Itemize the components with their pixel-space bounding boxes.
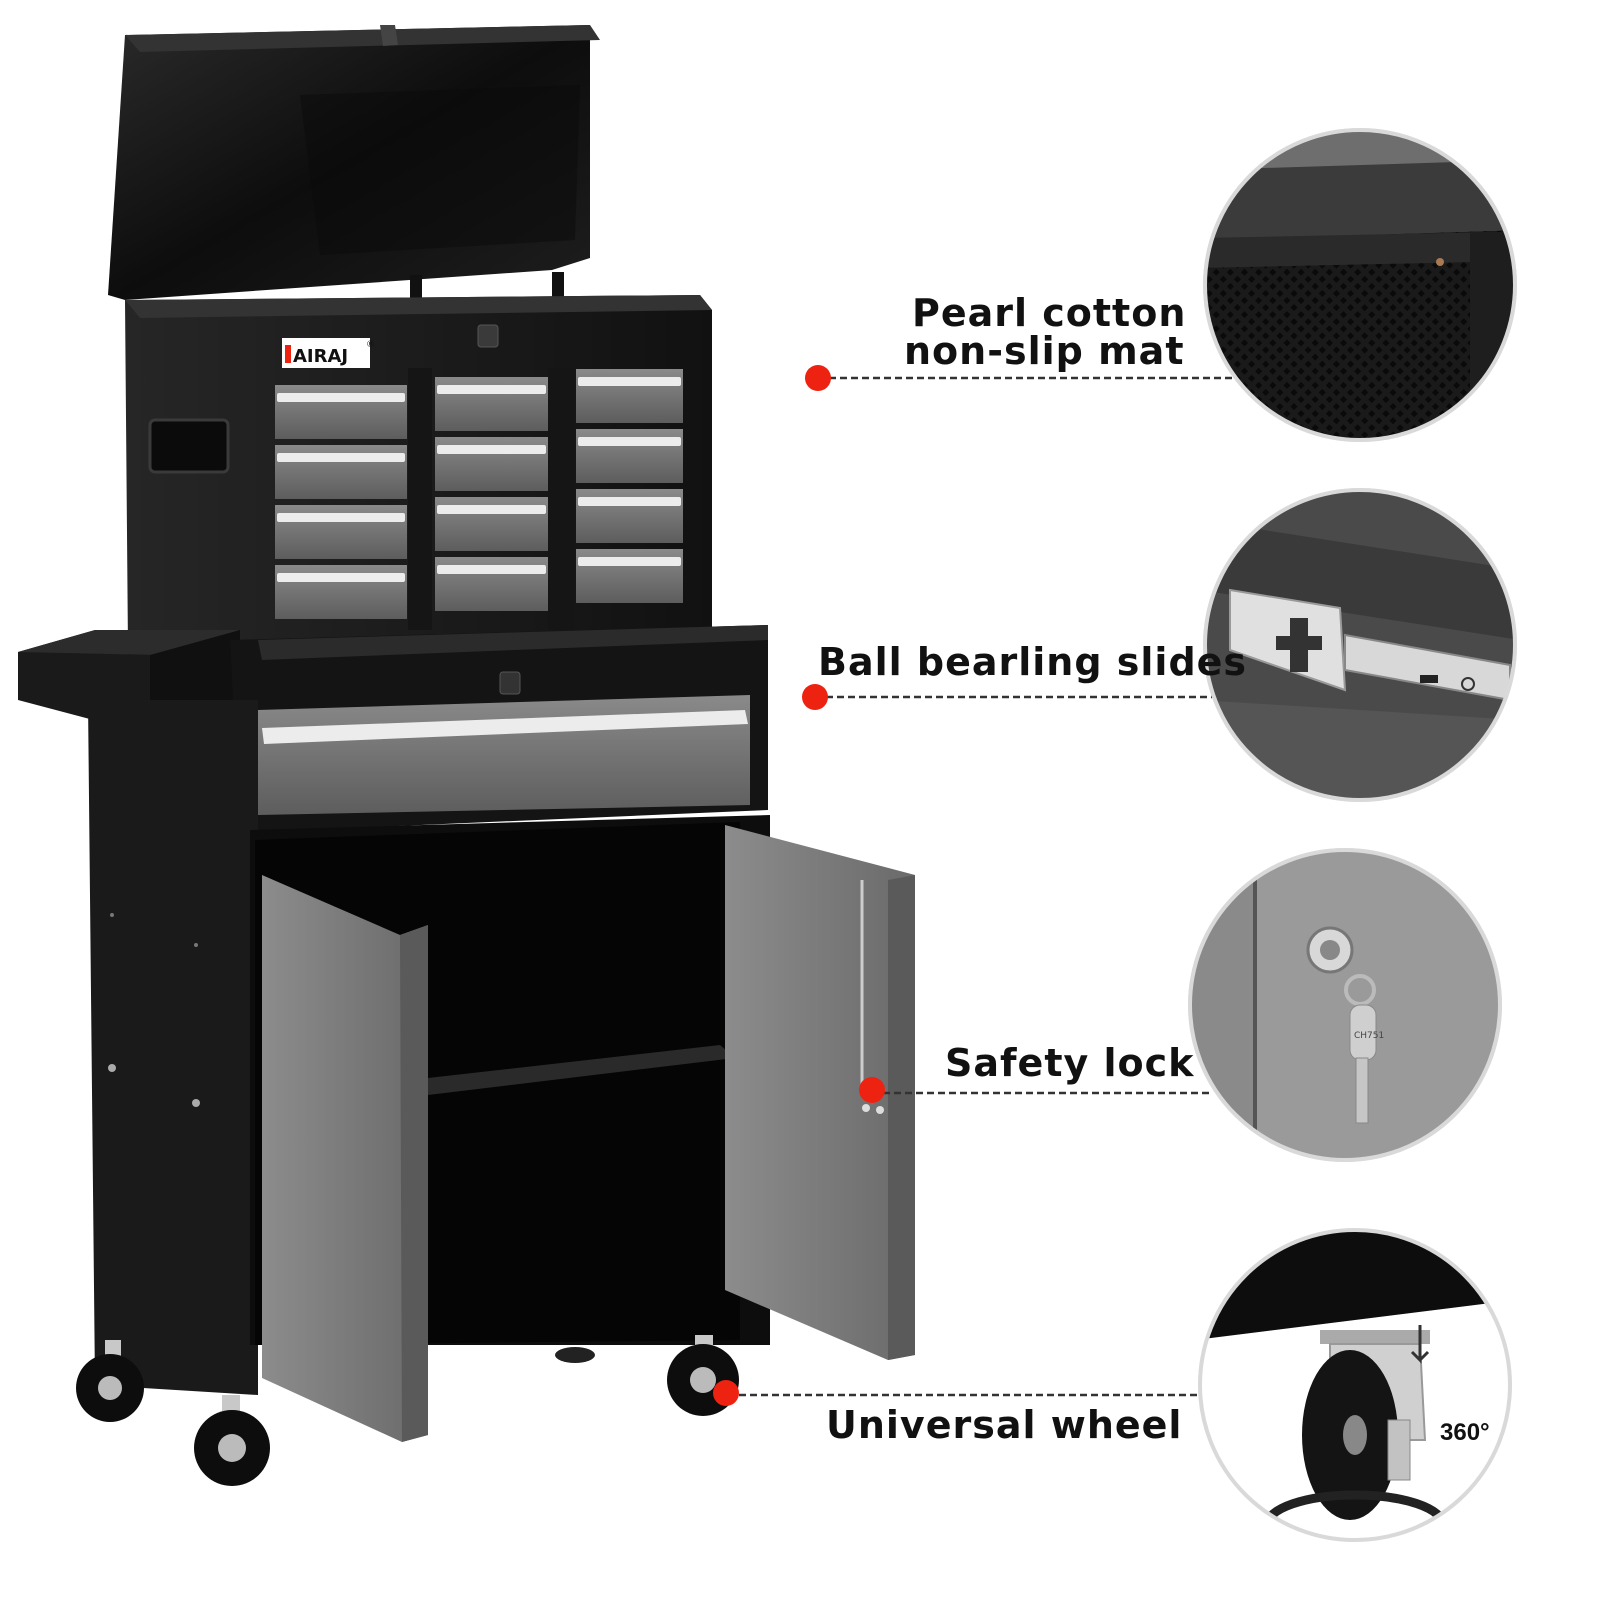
- detail-circle-lock: CH751: [1188, 848, 1502, 1162]
- drawer-handle[interactable]: [277, 573, 405, 582]
- drawer-handle[interactable]: [578, 557, 681, 566]
- wheel-front-left: [194, 1395, 270, 1486]
- drawer-handle[interactable]: [578, 497, 681, 506]
- drawer-handle[interactable]: [277, 453, 405, 462]
- feature-label-lock: Safety lock: [945, 1041, 1195, 1085]
- callout-dot-wheel: [713, 1380, 739, 1406]
- middle-drawer-handle[interactable]: [262, 710, 748, 744]
- right-door[interactable]: [725, 825, 915, 1360]
- drawer-handle[interactable]: [437, 505, 546, 514]
- drawer-handle[interactable]: [277, 393, 405, 402]
- feature-label-wheel: Universal wheel: [826, 1403, 1183, 1447]
- brand-logo: AIRAJ ®: [282, 338, 375, 368]
- drawer-handle[interactable]: [437, 385, 546, 394]
- lower-cabinet: [88, 700, 915, 1442]
- detail-circle-mat: [1203, 128, 1517, 442]
- drawer-handle[interactable]: [437, 565, 546, 574]
- shelf: [428, 1045, 735, 1095]
- callout-lines: [713, 365, 1232, 1406]
- svg-text:®: ®: [366, 340, 375, 350]
- callout-dot-slides: [802, 684, 828, 710]
- drawer-handle[interactable]: [578, 437, 681, 446]
- chest-lid: [108, 25, 600, 300]
- drawer-handle[interactable]: [437, 445, 546, 454]
- drawer-handle[interactable]: [578, 377, 681, 386]
- drawer-divider: [548, 368, 575, 630]
- detail-circle-slides: [1203, 488, 1517, 802]
- callout-dot-mat: [805, 365, 831, 391]
- drawer-lock-icon[interactable]: [499, 671, 521, 695]
- rotation-label: 360°: [1440, 1419, 1490, 1446]
- drawer-grid: [275, 368, 683, 630]
- svg-text:AIRAJ: AIRAJ: [293, 346, 348, 367]
- callout-dot-lock: [859, 1077, 885, 1103]
- side-handle[interactable]: [148, 418, 230, 474]
- chest-lock-icon[interactable]: [477, 324, 499, 348]
- feature-label-mat-line1: Pearl cotton: [912, 291, 1187, 335]
- drawer-divider: [408, 368, 432, 630]
- tool-chest: AIRAJ ®: [18, 25, 915, 1486]
- svg-text:CH751: CH751: [1354, 1031, 1384, 1041]
- middle-drawer-unit: [230, 625, 768, 832]
- left-door[interactable]: [262, 875, 428, 1442]
- drawer-handle[interactable]: [277, 513, 405, 522]
- wheel-rear-left: [76, 1340, 144, 1422]
- feature-label-slides: Ball bearling slides: [818, 640, 1248, 684]
- detail-circle-wheel: 360°: [1198, 1228, 1512, 1542]
- feature-label-mat-line2: non-slip mat: [904, 329, 1185, 373]
